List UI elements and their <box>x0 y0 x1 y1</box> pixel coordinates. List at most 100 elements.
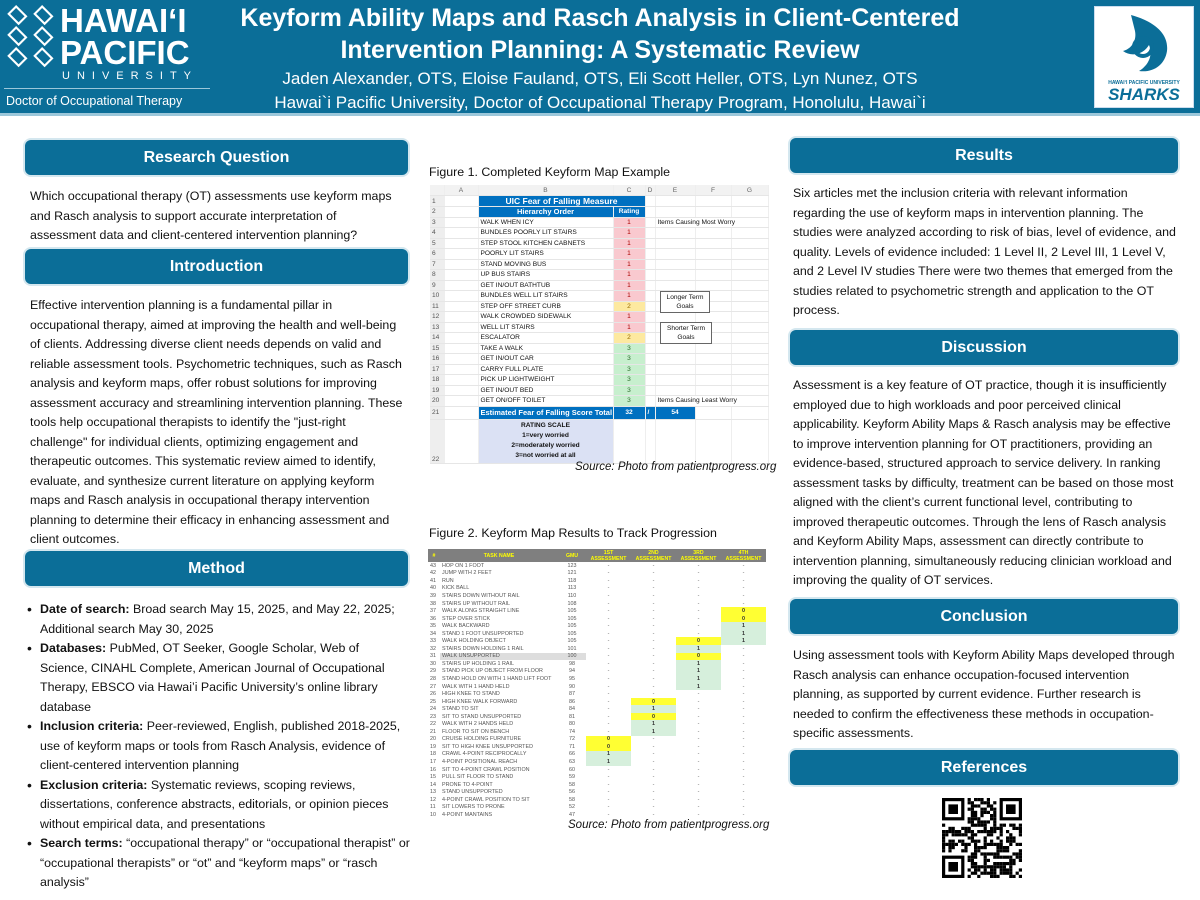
cell <box>645 290 656 302</box>
method-item: Databases: PubMed, OT Seeker, Google Sch… <box>26 639 410 717</box>
references-qr-code-icon[interactable] <box>942 798 1022 878</box>
cell <box>695 322 732 333</box>
task-number: 40 <box>430 585 436 592</box>
task-number: 41 <box>430 577 436 584</box>
item-name: ESCALATOR <box>478 332 614 344</box>
assessment-1: - <box>607 713 610 720</box>
assessment-4: - <box>742 668 745 675</box>
hpu-logo-mark-icon <box>6 4 54 68</box>
references-heading: References <box>790 750 1178 785</box>
cell <box>695 248 732 260</box>
discussion-heading: Discussion <box>790 330 1178 365</box>
cell <box>645 322 656 333</box>
sheet-subtitle: Hierarchy Order <box>478 206 614 218</box>
cell <box>731 311 769 323</box>
assessment-2: - <box>652 660 655 667</box>
cell <box>655 248 696 260</box>
item-rating: 3 <box>613 385 646 396</box>
task-number: 24 <box>430 706 436 713</box>
cell <box>444 259 479 270</box>
assessment-4: - <box>742 675 745 682</box>
task-name: STAIRS UP WITHOUT RAIL <box>442 600 510 607</box>
cell <box>444 227 479 239</box>
cell <box>444 248 479 260</box>
item-rating: 1 <box>613 227 646 239</box>
row-number: 17 <box>430 364 445 375</box>
cell <box>645 395 656 407</box>
task-number: 33 <box>430 638 436 645</box>
item-name: STEP OFF STREET CURB <box>478 301 614 312</box>
assessment-3: - <box>697 691 700 698</box>
item-rating: 3 <box>613 374 646 386</box>
task-number: 20 <box>430 736 436 743</box>
cell <box>731 280 769 291</box>
logo-text-hawaii: HAWAIʻI <box>60 2 187 39</box>
assessment-3: - <box>697 698 700 705</box>
method-item: Search terms: “occupational therapy” or … <box>26 834 410 893</box>
cell <box>444 385 479 396</box>
hpu-logo: HAWAIʻI PACIFIC UNIVERSITY Doctor of Occ… <box>4 2 214 112</box>
task-name: RUN <box>442 577 454 584</box>
assessment-1: - <box>607 608 610 615</box>
poster-title: Keyform Ability Maps and Rasch Analysis … <box>240 4 960 64</box>
discussion-text: Assessment is a key feature of OT practi… <box>793 378 1174 587</box>
task-number: 16 <box>430 766 436 773</box>
cell <box>444 280 479 291</box>
assessment-2: - <box>652 668 655 675</box>
cell <box>695 259 732 270</box>
title-block: Keyform Ability Maps and Rasch Analysis … <box>215 2 985 114</box>
item-rating: 3 <box>613 343 646 354</box>
assessment-1: - <box>607 668 610 675</box>
cell <box>695 374 732 386</box>
item-name: GET IN/OUT BED <box>478 385 614 396</box>
total-sep: / <box>645 406 656 420</box>
task-name: SIT LOWERS TO PRONE <box>442 804 505 811</box>
gmu-value: 71 <box>569 743 575 750</box>
item-name: CARRY FULL PLATE <box>478 364 614 375</box>
assessment-3: - <box>697 608 700 615</box>
item-rating: 1 <box>613 259 646 270</box>
total-label: Estimated Fear of Falling Score Total <box>478 406 614 420</box>
assessment-2: - <box>652 615 655 622</box>
assessment-3: - <box>697 615 700 622</box>
cell <box>695 280 732 291</box>
assessment-1: 1 <box>586 758 631 766</box>
cell <box>444 419 479 464</box>
cell <box>645 385 656 396</box>
rating-scale-item: 1=very worried <box>522 432 569 439</box>
row-number: 8 <box>430 269 445 281</box>
cell <box>695 332 732 344</box>
gmu-value: 121 <box>567 570 577 577</box>
method-item-text: Broad search May 15, 2025, and May 22, 2… <box>40 602 395 636</box>
cell <box>444 374 479 386</box>
assessment-4: - <box>742 736 745 743</box>
assessment-4: - <box>742 781 745 788</box>
method-item-label: Search terms: <box>40 836 123 850</box>
logo-text-university: UNIVERSITY <box>62 70 199 82</box>
cell <box>731 248 769 260</box>
total-max: 54 <box>655 406 696 420</box>
task-name: FLOOR TO SIT ON BENCH <box>442 728 510 735</box>
cell <box>645 353 656 365</box>
assessment-1: - <box>607 675 610 682</box>
column-header: F <box>695 185 732 196</box>
assessment-1: - <box>607 653 610 660</box>
cell <box>695 353 732 365</box>
assessment-3: - <box>697 713 700 720</box>
assessment-1: - <box>607 562 610 569</box>
assessment-3: - <box>697 630 700 637</box>
assessment-2: - <box>652 804 655 811</box>
assessment-3: - <box>697 736 700 743</box>
task-number: 27 <box>430 683 436 690</box>
cell <box>444 311 479 323</box>
task-number: 32 <box>430 645 436 652</box>
shark-icon <box>1123 15 1168 72</box>
